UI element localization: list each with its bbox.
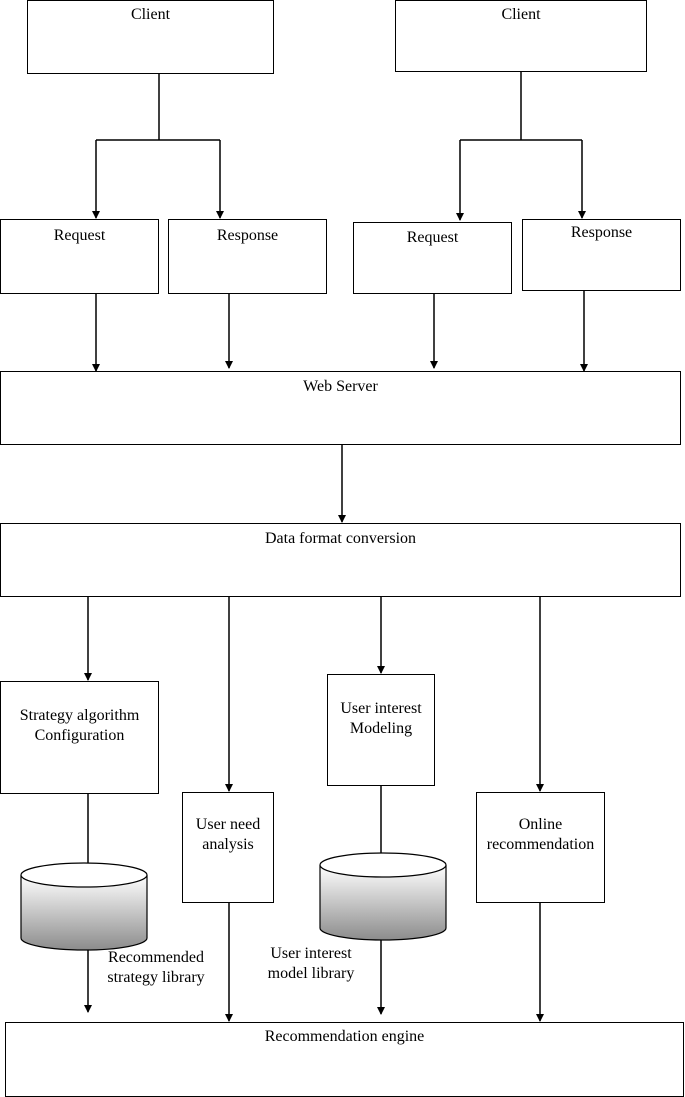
strategy-library-database-icon [20, 862, 148, 951]
data-format-conversion-node: Data format conversion [0, 523, 681, 597]
engine-input-arrows [84, 785, 544, 1022]
online-recommendation-label: Online recommendation [486, 816, 595, 853]
client-left-connectors [92, 73, 224, 219]
user-need-analysis-label: User need analysis [195, 816, 261, 853]
response-label-2: Response [570, 224, 633, 241]
client-right-label: Client [501, 6, 541, 23]
request-label-2: Request [406, 229, 459, 246]
user-interest-modeling-node: User interest Modeling [327, 674, 435, 786]
response-label-1: Response [216, 227, 279, 244]
conversion-output-arrows [84, 596, 544, 792]
web-server-node: Web Server [0, 371, 681, 445]
client-right-connectors [456, 71, 586, 221]
request-node-2: Request [353, 222, 512, 294]
interest-model-library-database-icon [319, 852, 447, 941]
to-web-server-arrows [92, 290, 588, 372]
response-node-2: Response [522, 219, 681, 291]
request-node-1: Request [0, 219, 159, 294]
strategy-library-label: Recommended strategy library [107, 949, 205, 986]
client-left-label: Client [130, 6, 171, 23]
user-need-analysis-node: User need analysis [182, 792, 274, 903]
recommendation-engine-node: Recommendation engine [5, 1022, 684, 1097]
interest-model-library-label: User interest model library [267, 945, 355, 982]
strategy-algorithm-node: Strategy algorithm Configuration [0, 681, 159, 794]
strategy-algorithm-label: Strategy algorithm Configuration [19, 707, 140, 744]
client-right-node: Client [395, 0, 647, 72]
recommendation-engine-label: Recommendation engine [264, 1028, 425, 1045]
request-label-1: Request [53, 227, 106, 244]
data-format-conversion-label: Data format conversion [264, 530, 417, 547]
response-node-1: Response [168, 219, 327, 294]
user-interest-modeling-label: User interest Modeling [340, 700, 422, 737]
web-server-label: Web Server [303, 378, 378, 395]
online-recommendation-node: Online recommendation [476, 792, 605, 903]
client-left-node: Client [27, 0, 274, 74]
